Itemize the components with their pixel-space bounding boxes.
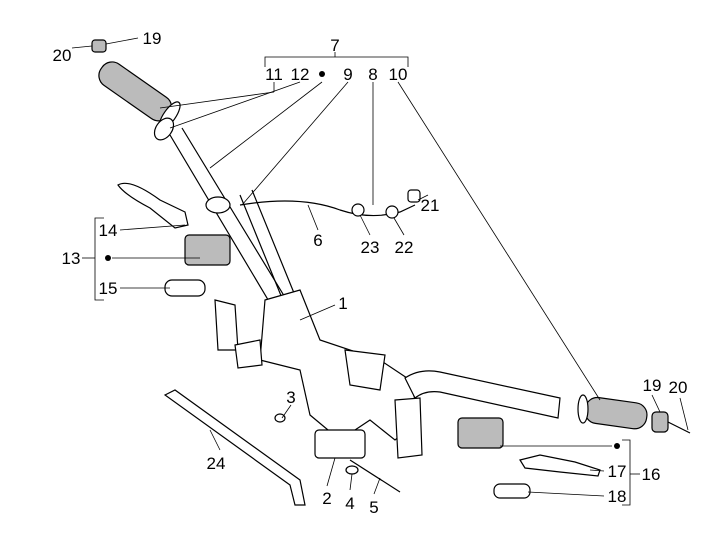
- label-7: 7: [330, 36, 339, 55]
- label-13: 13: [62, 249, 81, 268]
- left-master-cylinder: [184, 234, 231, 266]
- label-19-right: 19: [643, 376, 662, 395]
- right-brake-lever: [519, 454, 601, 477]
- left-clamp: [164, 279, 206, 297]
- label-1: 1: [338, 294, 347, 313]
- bullet-dot: [105, 255, 111, 261]
- mounting-strap: [163, 389, 306, 506]
- right-handlebar-tube: [404, 370, 561, 419]
- label-22: 22: [395, 238, 414, 257]
- handlebar-frame: [214, 289, 423, 459]
- washer: [153, 117, 175, 141]
- label-14: 14: [99, 221, 118, 240]
- label-3: 3: [286, 388, 295, 407]
- label-18: 18: [608, 487, 627, 506]
- label-8: 8: [368, 65, 377, 84]
- left-bar-end: [91, 39, 107, 53]
- label-4: 4: [345, 494, 354, 513]
- label-20-left: 20: [53, 46, 72, 65]
- right-clamp: [493, 483, 531, 499]
- bolt: [349, 459, 401, 493]
- cable-ring: [385, 205, 399, 219]
- bullet-dot: [614, 443, 620, 449]
- label-10: 10: [389, 65, 408, 84]
- label-19-left: 19: [143, 29, 162, 48]
- label-2: 2: [322, 489, 331, 508]
- right-grip: [577, 394, 691, 434]
- label-17: 17: [608, 462, 627, 481]
- label-12: 12: [291, 65, 310, 84]
- label-16: 16: [642, 465, 661, 484]
- label-23: 23: [361, 238, 380, 257]
- label-6: 6: [313, 231, 322, 250]
- cable-nipple: [407, 189, 421, 203]
- nut: [274, 413, 286, 423]
- bullet-dot: [319, 71, 325, 77]
- label-9: 9: [343, 65, 352, 84]
- label-24: 24: [207, 454, 226, 473]
- throttle-cable: [239, 200, 416, 217]
- throttle-sleeve: [205, 196, 231, 214]
- label-20-right: 20: [669, 378, 688, 397]
- left-brake-lever: [117, 182, 189, 229]
- right-master-cylinder: [457, 417, 504, 449]
- handlebar-clamp: [314, 429, 366, 459]
- label-11: 11: [265, 65, 283, 84]
- label-21: 21: [421, 196, 440, 215]
- leader-lines: [71, 37, 689, 506]
- washer: [345, 465, 359, 475]
- label-5: 5: [369, 498, 378, 517]
- cable-ring: [351, 203, 365, 217]
- label-15: 15: [99, 279, 118, 298]
